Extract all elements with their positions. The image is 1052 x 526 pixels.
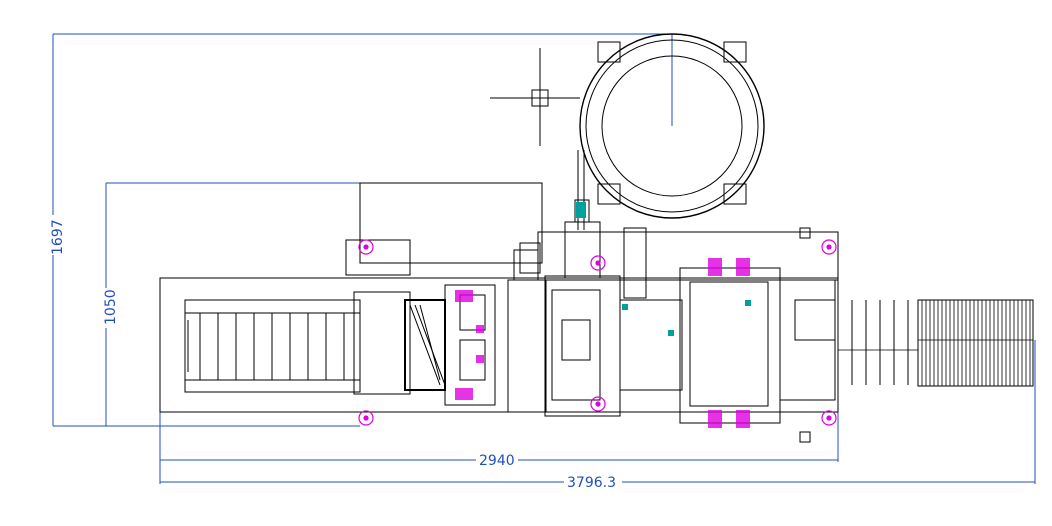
marker-center-bottom (590, 396, 606, 412)
marker-top-left (358, 239, 374, 255)
marker-bottom-right (821, 410, 837, 426)
overall-width-label: 3796.3 (567, 475, 616, 491)
outfeed-slats (837, 300, 909, 385)
marker-top-right (821, 239, 837, 255)
marker-center-top (590, 255, 606, 271)
frame-height-label: 1050 (103, 289, 119, 325)
frame-width-label: 2940 (479, 453, 515, 469)
outfeed-stack (838, 300, 1033, 386)
marker-bottom-left (358, 410, 374, 426)
mounting-markers (358, 239, 837, 426)
machine-outline (159, 33, 1034, 443)
overall-height-label: 1697 (50, 219, 66, 255)
accent-parts (576, 202, 751, 336)
highlight-blocks (455, 258, 750, 428)
left-conveyor-slats (185, 312, 360, 381)
dimension-lines (52, 33, 1036, 484)
dimension-labels: 1697 1050 2940 3796.3 (43, 215, 622, 492)
